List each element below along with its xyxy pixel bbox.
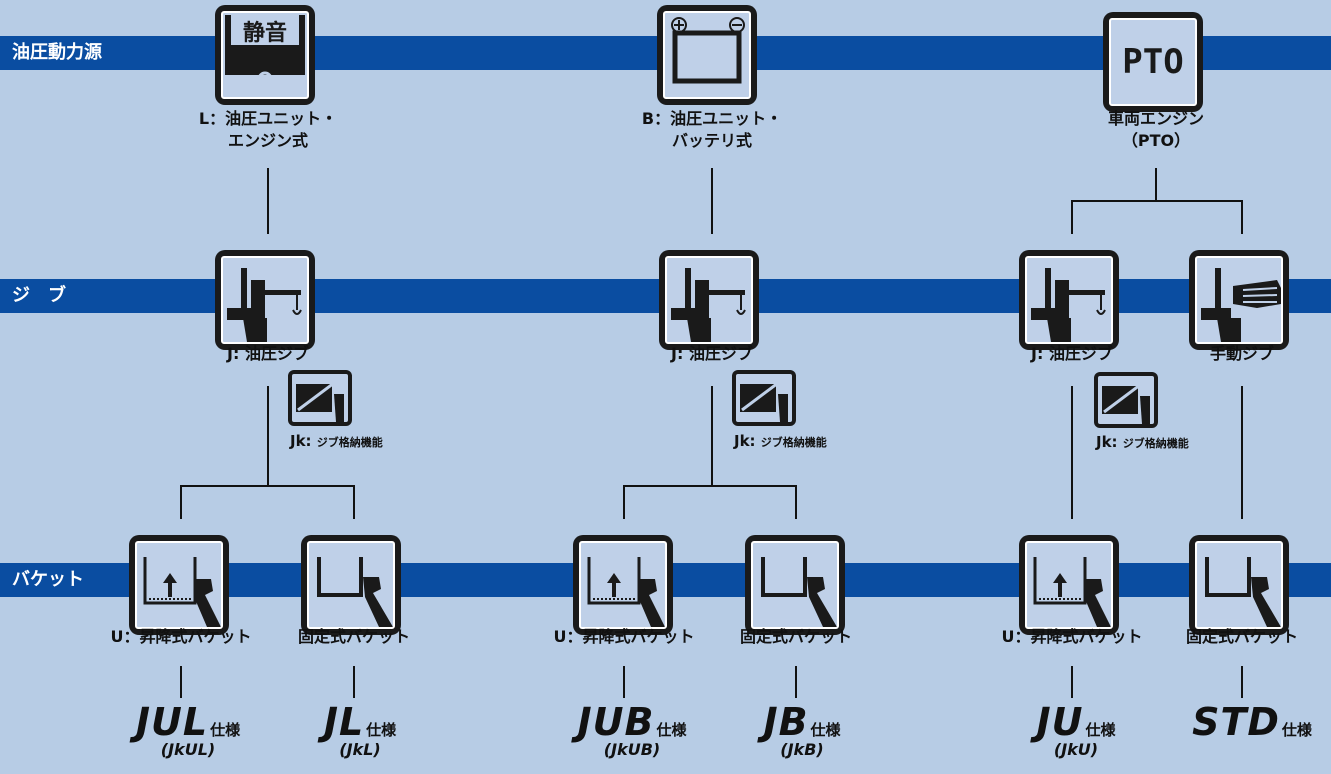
bucket-caption-lift: U：昇降式バケット: [553, 627, 695, 646]
connector-line: [1071, 200, 1243, 202]
bucket-caption-lift: U：昇降式バケット: [1001, 627, 1143, 646]
lift-bucket-icon: [573, 535, 673, 635]
fixed-bucket-icon: [301, 535, 401, 635]
spec-sub: (JkL): [339, 740, 381, 759]
power-caption-b-line2: バッテリ式: [671, 131, 753, 150]
jib-stow-code: Jk:: [734, 432, 756, 450]
hydraulic-jib-icon: [659, 250, 759, 350]
jib-stow-icon: [1094, 372, 1158, 428]
spec-suffix: 仕様: [366, 721, 397, 739]
jib-stow-label: Jk: ジブ格納機能: [290, 432, 383, 450]
spec-sub: (JkUB): [603, 740, 661, 759]
connector-line: [1241, 666, 1243, 698]
connector-line: [180, 485, 355, 487]
power-caption-b-line1: B：油圧ユニット・: [641, 109, 783, 128]
bucket-caption-fixed: 固定式バケット: [1185, 627, 1299, 646]
connector-line: [267, 386, 269, 487]
jib-caption: J: 油圧ジブ: [227, 344, 309, 363]
spec-code: STD: [1192, 700, 1280, 744]
power-source-band-label: 油圧動力源: [12, 42, 102, 63]
connector-line: [1241, 386, 1243, 519]
connector-line: [1155, 168, 1157, 202]
silent-label: 静音: [242, 21, 287, 46]
battery-icon: [657, 5, 757, 105]
connector-line: [711, 386, 713, 487]
spec-suffix: 仕様: [210, 721, 241, 739]
connector-line: [353, 485, 355, 519]
fixed-bucket-icon: [745, 535, 845, 635]
bucket-caption-fixed: 固定式バケット: [297, 627, 411, 646]
jib-stow-code: Jk:: [1096, 433, 1118, 451]
spec-suffix: 仕様: [656, 721, 687, 739]
connector-line: [623, 485, 625, 519]
jib-stow-text: ジブ格納機能: [316, 436, 383, 449]
spec-suffix: 仕様: [1085, 721, 1116, 739]
spec-sub: (JkU): [1053, 740, 1099, 759]
jib-stow-text: ジブ格納機能: [760, 436, 827, 449]
jib-stow-icon: [288, 370, 352, 426]
connector-line: [180, 485, 182, 519]
power-caption-pto: 車両エンジン （PTO）: [1108, 108, 1204, 152]
connector-line: [623, 666, 625, 698]
spec-code: JL: [323, 700, 365, 744]
connector-line: [267, 168, 269, 234]
connector-line: [795, 485, 797, 519]
silent-engine-unit-icon: 静音: [215, 5, 315, 105]
connector-line: [353, 666, 355, 698]
jib-stow-code: Jk:: [290, 432, 312, 450]
power-caption-pto-line2: （PTO）: [1121, 131, 1191, 150]
connector-line: [795, 666, 797, 698]
connector-line: [1071, 386, 1073, 519]
connector-line: [711, 168, 713, 234]
connector-line: [1071, 666, 1073, 698]
jib-caption: J: 油圧ジブ: [671, 344, 753, 363]
spec-sub: (JkUL): [160, 740, 216, 759]
hydraulic-jib-icon: [215, 250, 315, 350]
jib-band-label: ジ ブ: [12, 285, 66, 306]
jib-stow-label: Jk: ジブ格納機能: [734, 432, 827, 450]
spec-sub: (JkB): [780, 740, 824, 759]
fixed-bucket-icon: [1189, 535, 1289, 635]
pto-icon-label: PTO: [1122, 42, 1184, 82]
spec-code: JUL: [135, 700, 209, 744]
connector-line: [623, 485, 797, 487]
spec-code: JU: [1036, 700, 1084, 744]
bucket-band-label: バケット: [12, 569, 84, 590]
jib-stow-icon: [732, 370, 796, 426]
jib-stow-label: Jk: ジブ格納機能: [1096, 433, 1189, 451]
spec-code: JB: [763, 700, 809, 744]
spec-code: JUB: [577, 700, 655, 744]
jib-caption-manual: 手動ジブ: [1209, 344, 1275, 363]
hydraulic-jib-icon: [1019, 250, 1119, 350]
spec-suffix: 仕様: [810, 721, 841, 739]
connector-line: [180, 666, 182, 698]
bucket-caption-lift: U：昇降式バケット: [110, 627, 252, 646]
power-caption-l: L：油圧ユニット・ エンジン式: [199, 108, 337, 152]
connector-line: [1071, 200, 1073, 234]
jib-caption: J: 油圧ジブ: [1031, 344, 1113, 363]
power-caption-l-line2: エンジン式: [227, 131, 309, 150]
bucket-caption-fixed: 固定式バケット: [739, 627, 853, 646]
power-caption-pto-line1: 車両エンジン: [1107, 109, 1205, 128]
spec-suffix: 仕様: [1281, 721, 1312, 739]
lift-bucket-icon: [129, 535, 229, 635]
connector-line: [1241, 200, 1243, 234]
pto-icon: PTO: [1103, 12, 1203, 112]
jib-stow-text: ジブ格納機能: [1122, 437, 1189, 450]
manual-jib-icon: [1189, 250, 1289, 350]
power-caption-b: B：油圧ユニット・ バッテリ式: [642, 108, 782, 152]
power-caption-l-line1: L：油圧ユニット・: [198, 109, 338, 128]
lift-bucket-icon: [1019, 535, 1119, 635]
